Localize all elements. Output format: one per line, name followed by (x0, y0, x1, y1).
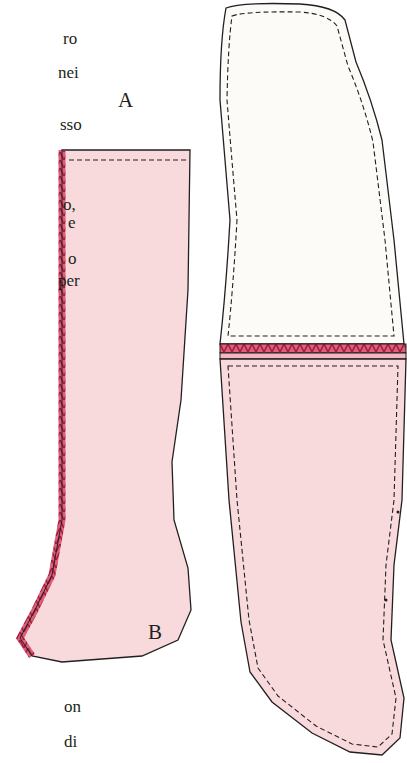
text-fragment: ro (63, 30, 77, 47)
piece-b (220, 4, 406, 756)
text-fragment: di (64, 733, 77, 750)
text-fragment: nei (58, 64, 79, 81)
text-fragment: e (68, 214, 76, 231)
text-fragment: per (58, 272, 80, 289)
piece-letter: B (148, 622, 162, 643)
text-fragment: o (68, 250, 77, 267)
piece-a (20, 150, 191, 662)
text-fragment: o, (63, 196, 76, 213)
text-fragment: sso (60, 116, 82, 133)
text-fragment: on (64, 698, 81, 715)
piece-letter: A (118, 90, 133, 111)
